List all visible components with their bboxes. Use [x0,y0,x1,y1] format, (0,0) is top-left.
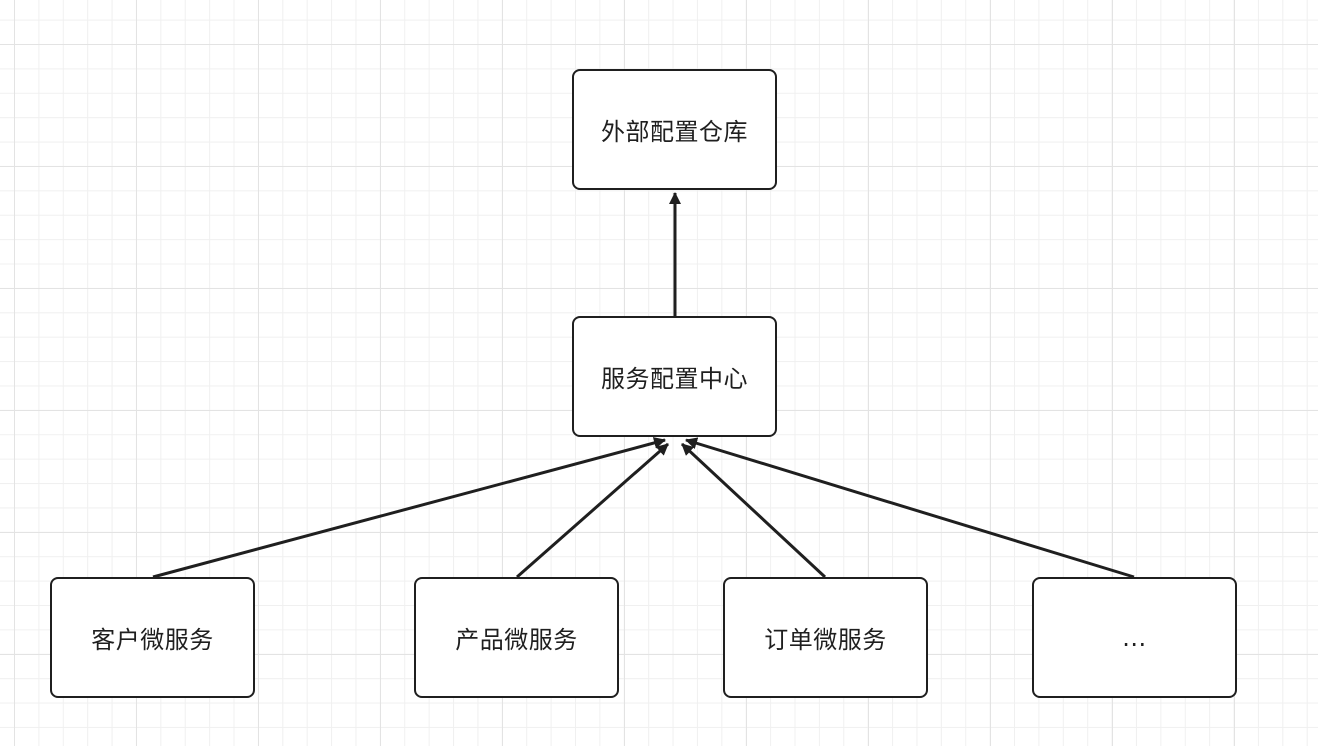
node-external-config-repo[interactable]: 外部配置仓库 [572,69,777,190]
node-service-config-center[interactable]: 服务配置中心 [572,316,777,437]
node-label: 外部配置仓库 [601,118,748,146]
node-customer-microservice[interactable]: 客户微服务 [50,577,255,698]
node-product-microservice[interactable]: 产品微服务 [414,577,619,698]
node-label: 订单微服务 [764,626,887,654]
edge-order-to-center [680,442,827,579]
node-more-services[interactable]: ... [1032,577,1237,698]
node-order-microservice[interactable]: 订单微服务 [723,577,928,698]
node-label: 服务配置中心 [601,365,748,393]
edge-more-to-center [685,437,1135,579]
node-label: 产品微服务 [455,626,578,654]
edge-customer-to-center [152,437,666,579]
edge-product-to-center [516,442,669,579]
node-label: ... [1122,623,1147,652]
node-label: 客户微服务 [91,626,214,654]
